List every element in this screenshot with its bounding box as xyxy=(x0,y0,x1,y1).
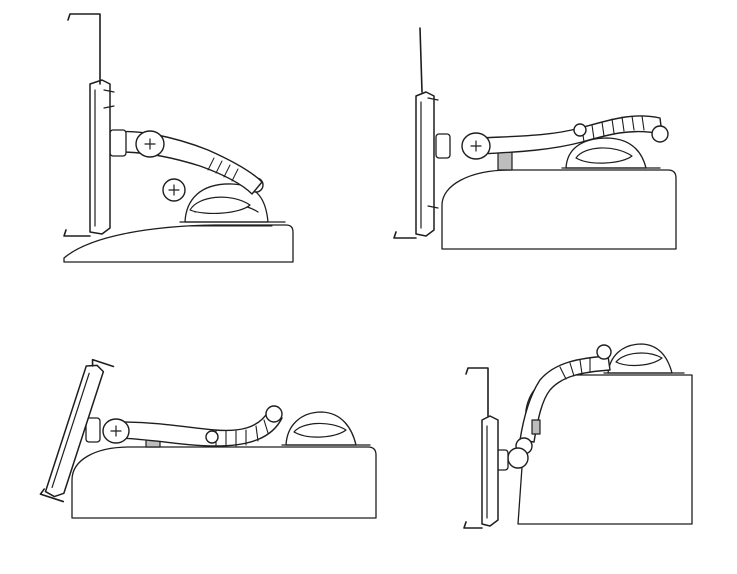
mount-drawing-top-left xyxy=(63,13,294,263)
dashboard-surface xyxy=(71,446,377,519)
dashboard-surface xyxy=(63,224,294,263)
suction-base xyxy=(281,411,371,446)
ball-joint xyxy=(507,447,529,469)
mount-drawing-top-right xyxy=(393,27,677,250)
mount-panel-bottom-left xyxy=(0,300,400,574)
mount-drawing-bottom-right xyxy=(463,343,693,529)
pivot-knob xyxy=(651,125,669,143)
suction-base xyxy=(179,183,286,227)
suction-base xyxy=(603,343,685,374)
pivot-knob xyxy=(205,430,219,444)
suction-base xyxy=(561,137,661,169)
pivot-knob xyxy=(573,123,587,137)
pivot-knob xyxy=(596,344,612,360)
tablet-holder xyxy=(63,13,115,237)
mount-panel-bottom-right xyxy=(440,300,737,574)
tablet-holder xyxy=(393,27,439,239)
pivot-knob xyxy=(265,405,283,423)
tablet-holder xyxy=(463,367,499,529)
mount-panel-top-left xyxy=(0,0,370,280)
dashboard-surface xyxy=(441,169,677,250)
mount-panel-top-right xyxy=(370,0,737,280)
tablet-holder xyxy=(39,358,115,503)
gooseneck-arm xyxy=(119,411,283,447)
mount-drawing-bottom-left xyxy=(39,358,377,519)
